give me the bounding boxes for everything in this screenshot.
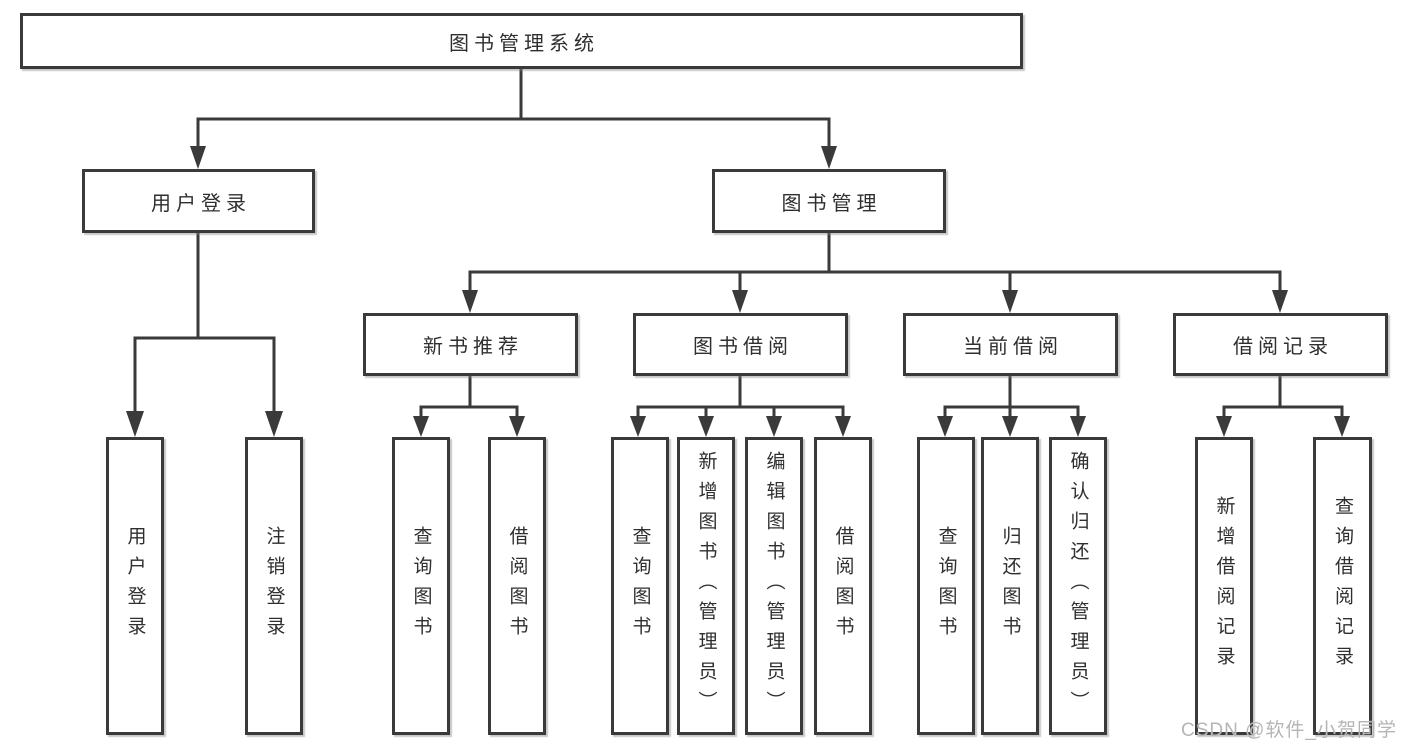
node-book-borrowing-label: 图书借阅 <box>693 336 793 358</box>
leaf-borrow-books-borrowing-label: 借阅图书 <box>832 526 854 646</box>
leaf-logout-label: 注销登录 <box>263 526 285 646</box>
node-book-management: 图书管理 <box>712 169 946 233</box>
node-user-login-label: 用户登录 <box>151 192 251 215</box>
leaf-add-borrow-record-label: 新增借阅记录 <box>1213 496 1235 676</box>
leaf-edit-books-admin: 编辑图书（管理员） <box>745 437 803 735</box>
leaf-return-books-label: 归还图书 <box>999 526 1021 646</box>
leaf-query-books-borrowing: 查询图书 <box>611 437 669 735</box>
leaf-edit-books-admin-label: 编辑图书（管理员） <box>763 451 785 721</box>
leaf-query-books-borrowing-label: 查询图书 <box>629 526 651 646</box>
node-system-root-label: 图书管理系统 <box>449 32 599 55</box>
node-borrowing-records: 借阅记录 <box>1173 313 1388 376</box>
leaf-query-books-current-label: 查询图书 <box>935 526 957 646</box>
node-system-root: 图书管理系统 <box>20 13 1023 69</box>
leaf-confirm-return-admin-label: 确认归还（管理员） <box>1067 451 1089 721</box>
node-user-login: 用户登录 <box>82 169 315 233</box>
leaf-add-books-admin-label: 新增图书（管理员） <box>695 451 717 721</box>
leaf-add-borrow-record: 新增借阅记录 <box>1195 437 1253 735</box>
leaf-user-login: 用户登录 <box>106 437 164 735</box>
node-book-management-label: 图书管理 <box>781 192 882 215</box>
leaf-query-borrow-record-label: 查询借阅记录 <box>1332 496 1353 676</box>
leaf-query-books-current: 查询图书 <box>917 437 975 735</box>
leaf-add-books-admin: 新增图书（管理员） <box>677 437 735 735</box>
node-borrowing-records-label: 借阅记录 <box>1233 336 1333 358</box>
leaf-borrow-books-borrowing: 借阅图书 <box>814 437 872 735</box>
leaf-query-borrow-record: 查询借阅记录 <box>1313 437 1372 735</box>
leaf-return-books: 归还图书 <box>981 437 1039 735</box>
csdn-watermark: CSDN @软件_小贺同学 <box>1181 720 1397 741</box>
node-book-borrowing: 图书借阅 <box>633 313 848 376</box>
leaf-borrow-books-recommend: 借阅图书 <box>488 437 546 735</box>
node-current-borrowing: 当前借阅 <box>903 313 1118 376</box>
leaf-confirm-return-admin: 确认归还（管理员） <box>1049 437 1107 735</box>
leaf-logout: 注销登录 <box>245 437 303 735</box>
arrowheads <box>126 146 1350 437</box>
leaf-query-books-recommend-label: 查询图书 <box>410 526 432 646</box>
node-current-borrowing-label: 当前借阅 <box>963 336 1063 358</box>
leaf-user-login-label: 用户登录 <box>124 526 146 646</box>
leaf-query-books-recommend: 查询图书 <box>392 437 450 735</box>
node-new-book-recommendation: 新书推荐 <box>363 313 578 376</box>
leaf-borrow-books-recommend-label: 借阅图书 <box>506 526 528 646</box>
node-new-book-recommendation-label: 新书推荐 <box>423 336 523 358</box>
